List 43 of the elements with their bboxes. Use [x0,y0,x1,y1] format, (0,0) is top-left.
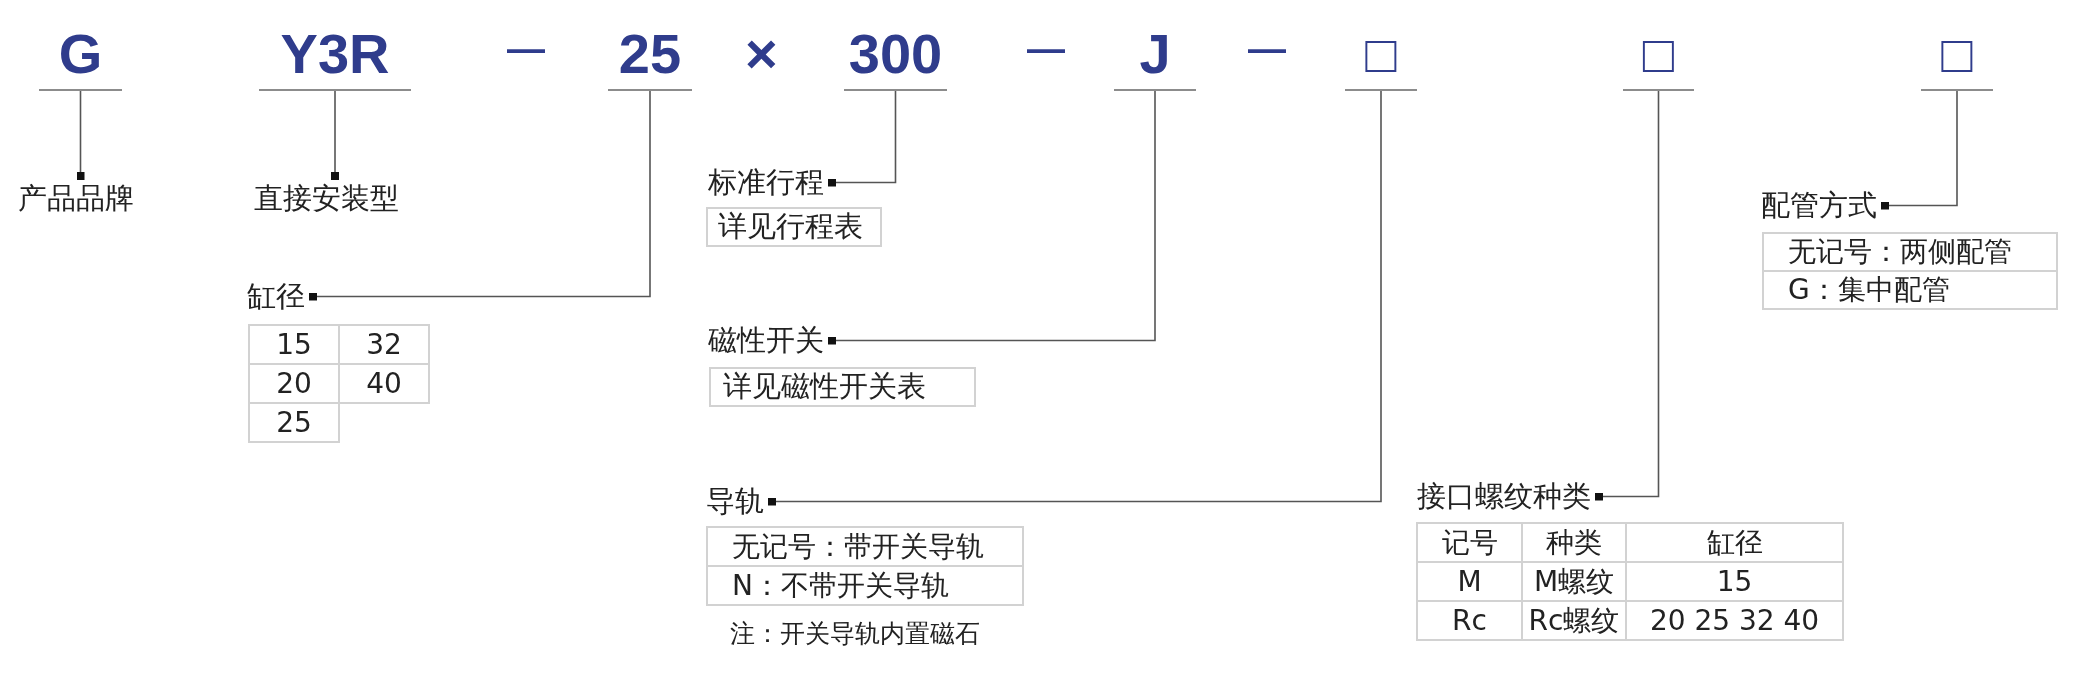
table-cell: 32 [338,324,430,365]
note-text: 注：开关导轨内置磁石 [730,619,980,649]
model-code-segment: G [39,26,122,91]
field-label: 接口螺纹种类 [1417,479,1591,514]
table-cell: 15 [248,324,340,365]
multiplication-sign: × [745,26,778,82]
model-code-segment: □ [1345,26,1417,91]
model-code-segment: Y3R [259,26,411,91]
field-label: 标准行程 [708,165,824,200]
info-box: 详见磁性开关表 [709,367,976,407]
separator-dash: — [1027,30,1065,68]
leader-line [828,90,897,187]
leader-line [76,90,85,180]
separator-dash: — [507,30,545,68]
leader-line [331,90,339,180]
model-code-segment: □ [1623,26,1694,91]
field-label: 配管方式 [1761,188,1877,223]
table-cell: 25 [248,402,340,443]
field-label: 磁性开关 [708,323,824,358]
leader-line [1595,90,1660,501]
model-code-segment: □ [1921,26,1993,91]
table-cell: 20 25 32 40 [1625,600,1844,641]
table-cell: 无记号：带开关导轨 [706,526,1024,567]
field-label: 产品品牌 [18,181,134,216]
model-code-segment: 300 [844,26,947,91]
leader-line [1881,90,1958,210]
leader-line [828,90,1156,345]
table-cell: G：集中配管 [1762,270,2058,310]
table-cell: 记号 [1416,522,1523,563]
model-code-segment: J [1114,26,1196,91]
table-cell: 缸径 [1625,522,1844,563]
model-code-segment: 25 [608,26,692,91]
table-cell: Rc [1416,600,1523,641]
table-cell: 无记号：两侧配管 [1762,232,2058,272]
field-label: 导轨 [706,484,764,519]
info-box: 详见行程表 [706,207,882,247]
leader-line [768,90,1382,506]
table-cell: N：不带开关导轨 [706,565,1024,606]
separator-dash: — [1248,30,1286,68]
leader-line [309,90,651,301]
table-cell: 40 [338,363,430,404]
field-label: 直接安装型 [254,181,399,216]
field-label: 缸径 [247,279,305,314]
